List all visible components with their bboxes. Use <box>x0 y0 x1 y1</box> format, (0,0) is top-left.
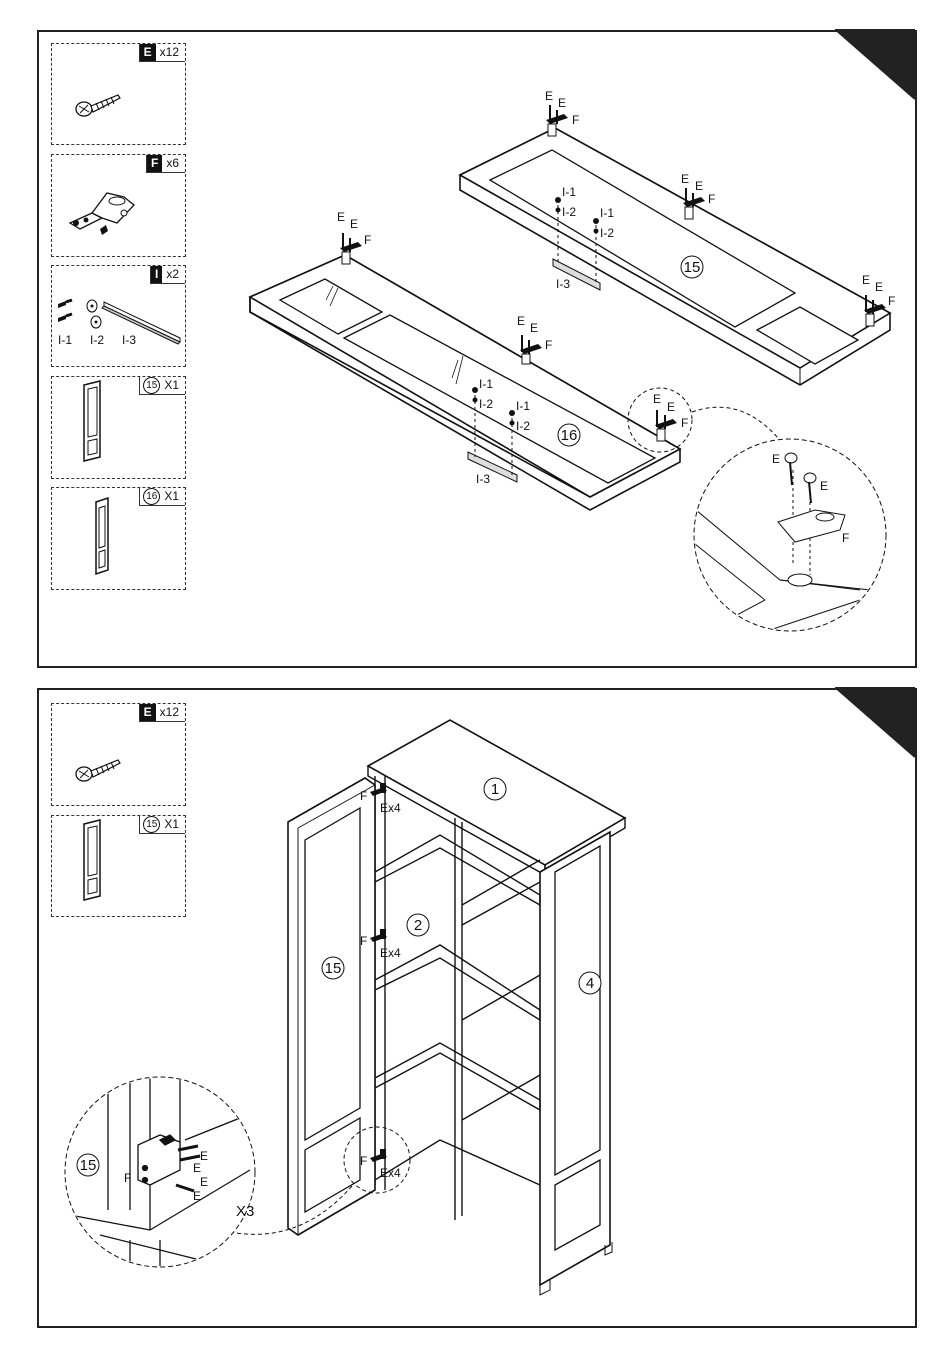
side-panel-4 <box>540 832 612 1295</box>
label-e: E <box>193 1189 201 1203</box>
label-x3: X3 <box>236 1203 254 1220</box>
label-e: E <box>200 1149 208 1163</box>
label-ex4: Ex4 <box>380 1166 401 1180</box>
label-f: F <box>360 789 367 803</box>
part-number-15: 15 <box>80 1157 97 1174</box>
label-f: F <box>360 934 367 948</box>
label-ex4: Ex4 <box>380 946 401 960</box>
label-f: F <box>124 1171 131 1185</box>
part-number-2: 2 <box>414 917 422 934</box>
part-number-15: 15 <box>325 960 342 977</box>
label-e: E <box>193 1161 201 1175</box>
label-e: E <box>200 1175 208 1189</box>
label-f: F <box>360 1154 367 1168</box>
part-number-1: 1 <box>491 781 499 798</box>
label-ex4: Ex4 <box>380 801 401 815</box>
part-number-4: 4 <box>586 975 594 992</box>
